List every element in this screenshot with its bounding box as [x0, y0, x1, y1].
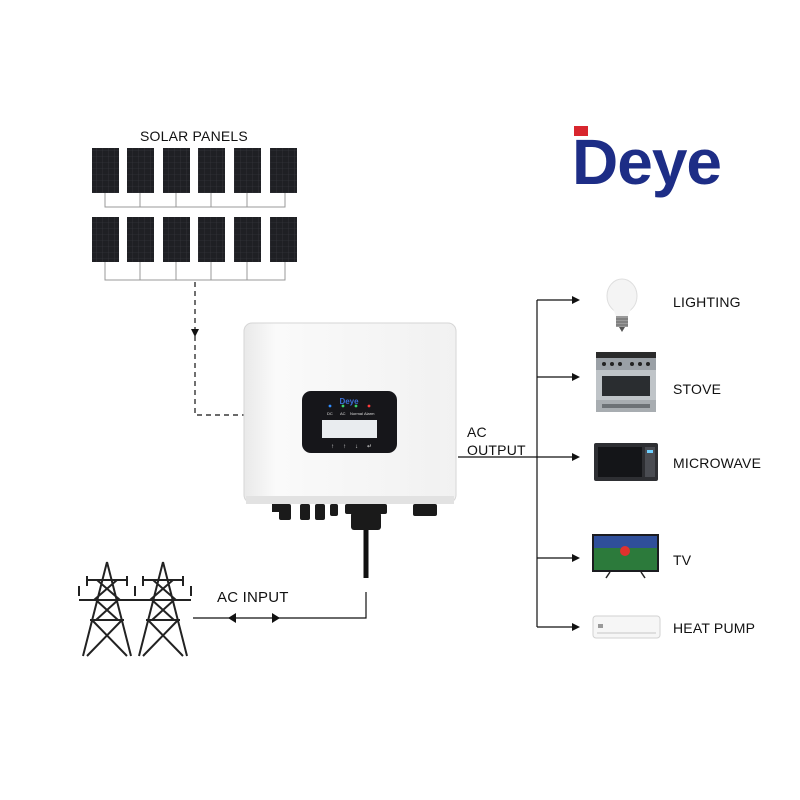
ac-input-arrow-icon-2	[272, 613, 280, 623]
dc-arrow-icon	[191, 329, 199, 337]
solar-panels-label: SOLAR PANELS	[140, 128, 248, 144]
ac-output-label-line1: AC	[467, 424, 487, 440]
load-label-lighting: LIGHTING	[673, 294, 741, 310]
indicator-dc: DC	[327, 411, 333, 416]
solar-panel	[127, 217, 154, 262]
inverter-lcd	[322, 420, 377, 438]
solar-panel	[198, 148, 225, 193]
tv-icon	[592, 534, 659, 579]
indicator-normal: Normal	[350, 411, 363, 416]
transmission-tower-icon	[134, 561, 192, 657]
load-label-microwave: MICROWAVE	[673, 455, 762, 471]
solar-panel	[127, 148, 154, 193]
inverter-button-down: ↓	[355, 444, 358, 450]
solar-panel	[198, 217, 225, 262]
microwave-icon	[594, 443, 658, 481]
inverter-button-enter: ↵	[367, 444, 372, 450]
ac-input-line	[193, 592, 367, 619]
inverter-button-up2: ↑	[343, 444, 346, 450]
logo-accent-mark	[574, 126, 588, 136]
deye-logo: Deye	[572, 122, 762, 202]
solar-panel-row-top	[92, 148, 297, 193]
solar-panel	[234, 217, 261, 262]
load-label-stove: STOVE	[673, 381, 722, 397]
dc-connection-line	[194, 282, 244, 416]
logo-text: Deye	[572, 126, 722, 198]
solar-panel	[92, 148, 119, 193]
load-label-heat-pump: HEAT PUMP	[673, 620, 756, 636]
indicator-ac: AC	[340, 411, 346, 416]
transmission-tower-icon	[78, 561, 136, 657]
solar-panel	[234, 148, 261, 193]
indicator-alarm: Alarm	[364, 411, 375, 416]
ac-output-label-line2: OUTPUT	[467, 442, 526, 458]
solar-panel-row-bottom	[92, 217, 297, 262]
ac-output-wiring	[458, 299, 574, 628]
ac-input-arrow-icon	[228, 613, 236, 623]
inverter-unit: Deye DC AC Normal Alarm ↑ ↑ ↓ ↵	[243, 322, 457, 578]
stove-icon	[596, 352, 656, 412]
load-label-tv: TV	[673, 552, 692, 568]
ac-output-arrowheads	[572, 296, 580, 631]
inverter-connectors	[272, 504, 437, 530]
solar-panel	[92, 217, 119, 262]
solar-panel	[163, 217, 190, 262]
ac-output-label: AC OUTPUT	[467, 423, 526, 459]
solar-panel	[270, 217, 297, 262]
inverter-display-logo: Deye	[339, 397, 359, 406]
heat-pump-icon	[592, 615, 661, 639]
solar-panel	[163, 148, 190, 193]
ac-input-label: AC INPUT	[217, 589, 289, 606]
solar-panel-array	[92, 148, 297, 281]
solar-panel	[270, 148, 297, 193]
inverter-button-up: ↑	[331, 444, 334, 450]
light-bulb-icon	[606, 278, 638, 332]
